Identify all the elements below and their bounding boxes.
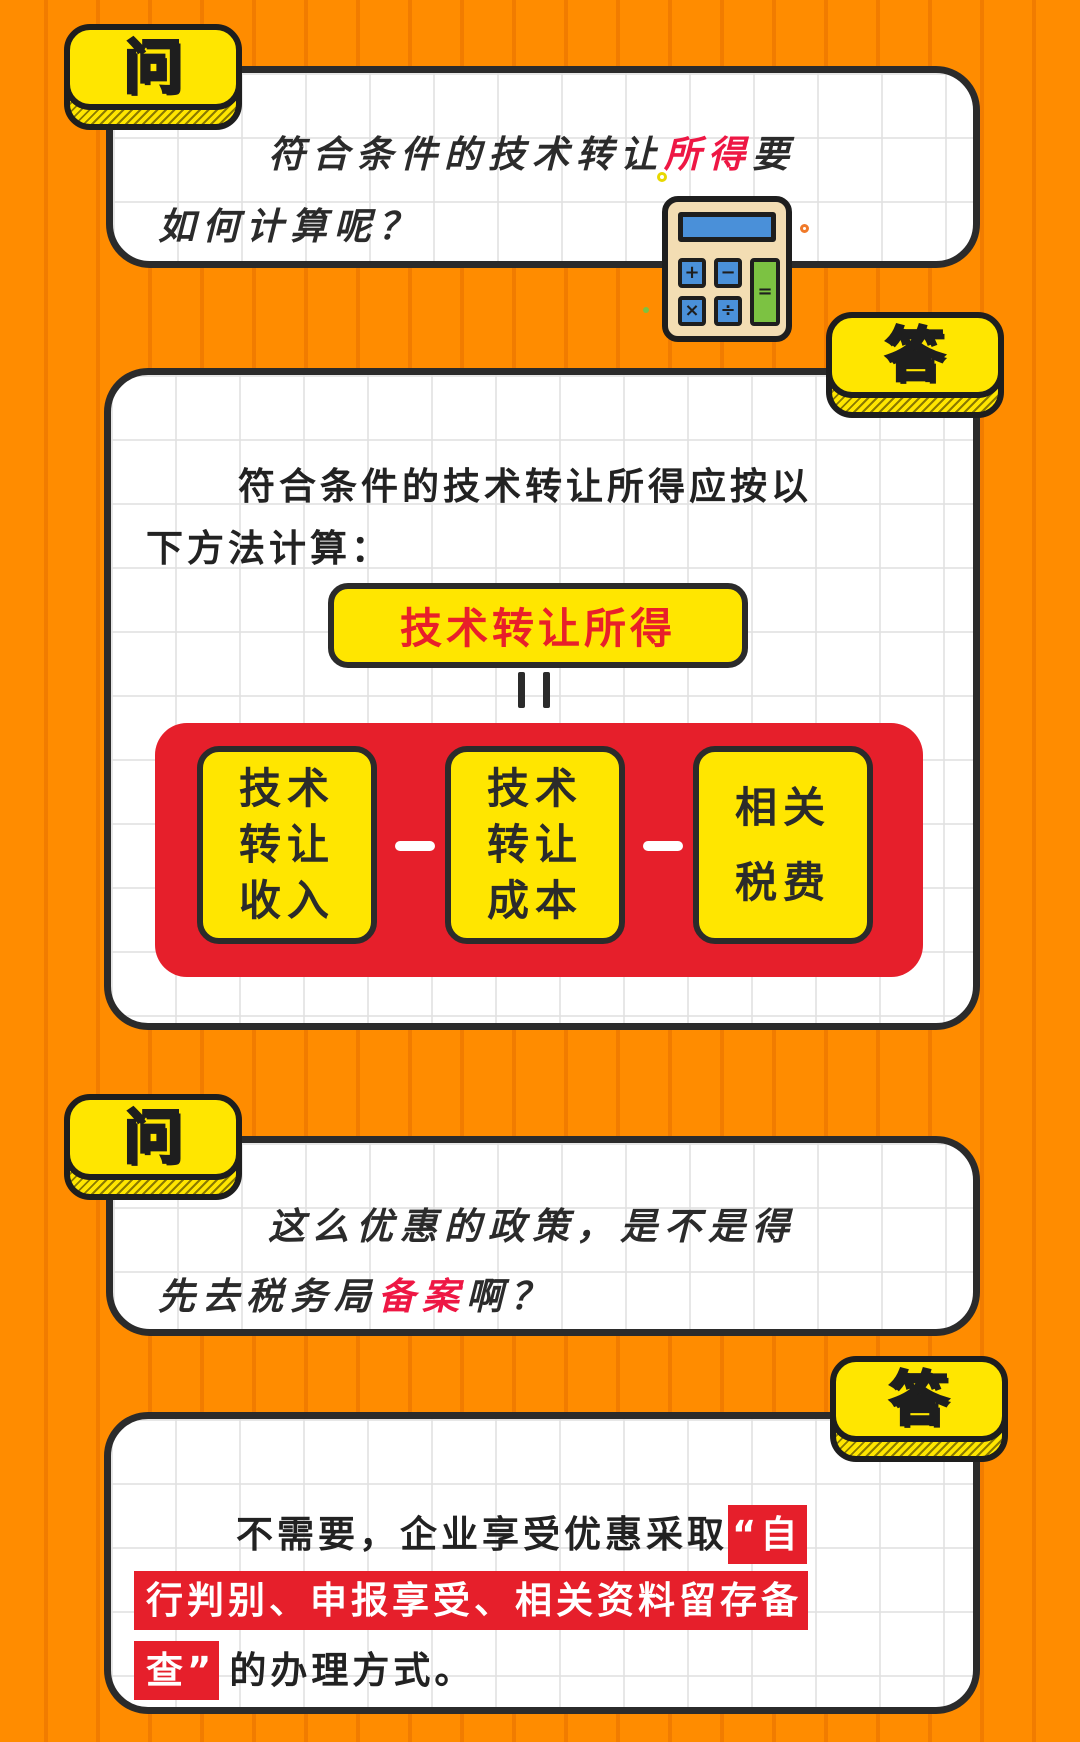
answer-tag-2: 答 [830, 1356, 1008, 1462]
highlight-bar: 查” [134, 1641, 220, 1700]
formula-term-cost: 技术 转让 成本 [445, 746, 625, 944]
answer-tag-label: 答 [884, 321, 945, 389]
equals-sign-icon [518, 672, 550, 708]
times-key-icon: × [678, 296, 706, 326]
question-tag-2: 问 [64, 1094, 242, 1200]
calculator-icon: + − × ÷ = [662, 196, 792, 342]
question-1-line-2: 如何计算呢？ [158, 205, 422, 248]
divide-key-icon: ÷ [714, 296, 742, 326]
answer-tag-label: 答 [888, 1365, 949, 1433]
highlight-text: 备案 [378, 1275, 466, 1318]
decor-dot [643, 307, 649, 313]
answer-1-line-2: 下方法计算： [146, 527, 392, 570]
answer-card-2 [104, 1412, 980, 1714]
formula-result-label: 技术转让所得 [399, 604, 676, 653]
question-tag-label: 问 [122, 1103, 183, 1171]
highlight-text: 所得 [664, 133, 752, 176]
highlight-bar: “自 [728, 1505, 808, 1564]
question-1-line-1: 符合条件的技术转让所得要 [268, 133, 796, 176]
answer-tag-1: 答 [826, 312, 1004, 418]
answer-2-line-2: 行判别、申报享受、相关资料留存备 [134, 1570, 808, 1630]
question-2-line-2: 先去税务局备案啊？ [158, 1275, 554, 1318]
minus-key-icon: − [714, 258, 742, 288]
plus-key-icon: + [678, 258, 706, 288]
formula-term-taxes: 相关 税费 [693, 746, 873, 944]
formula-result-box: 技术转让所得 [328, 583, 748, 668]
calculator-screen [678, 212, 776, 242]
equals-key-icon: = [750, 258, 780, 326]
question-card-1 [106, 66, 980, 268]
tag-face: 问 [64, 24, 242, 110]
tag-face: 问 [64, 1094, 242, 1180]
highlight-bar: 行判别、申报享受、相关资料留存备 [134, 1571, 808, 1630]
decor-dot [800, 224, 809, 233]
question-tag-1: 问 [64, 24, 242, 130]
answer-2-line-3: 查”的办理方式。 [134, 1640, 475, 1700]
decor-dot [657, 172, 667, 182]
formula-term-revenue: 技术 转让 收入 [197, 746, 377, 944]
minus-sign-icon [395, 841, 435, 851]
minus-sign-icon [643, 841, 683, 851]
tag-face: 答 [830, 1356, 1008, 1442]
answer-1-line-1: 符合条件的技术转让所得应按以 [238, 465, 812, 508]
question-card-2 [106, 1136, 980, 1336]
answer-2-line-1: 不需要，企业享受优惠采取“自 [236, 1504, 808, 1564]
question-tag-label: 问 [122, 33, 183, 101]
formula-panel: 技术 转让 收入 技术 转让 成本 相关 税费 [155, 723, 923, 977]
question-2-line-1: 这么优惠的政策，是不是得 [268, 1205, 796, 1248]
tag-face: 答 [826, 312, 1004, 398]
